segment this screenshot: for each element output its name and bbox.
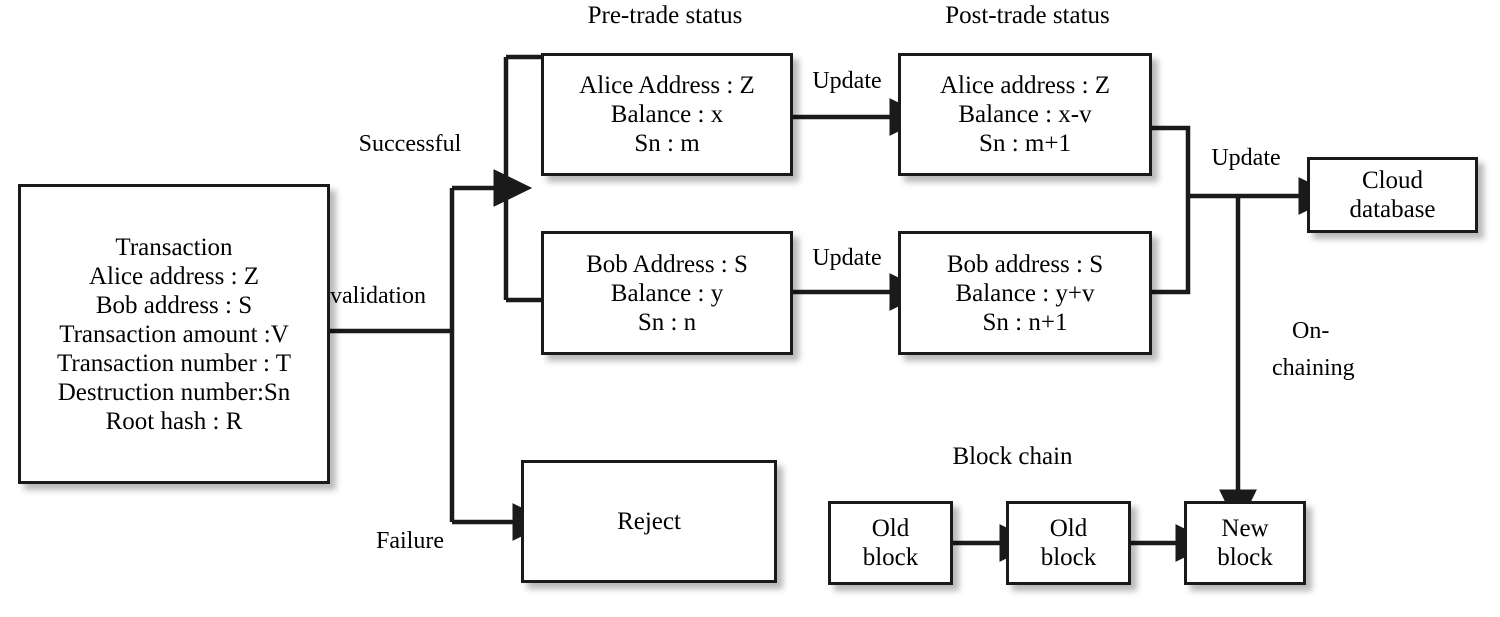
new-block-line-1: block: [1217, 544, 1273, 571]
node-post-trade-alice[interactable]: Alice address : Z Balance : x-v Sn : m+1: [898, 53, 1152, 176]
edge-label-update-bob: Update: [812, 245, 882, 271]
node-transaction[interactable]: Transaction Alice address : Z Bob addres…: [18, 184, 330, 484]
pre-bob-line-0: Bob Address : S: [586, 250, 748, 278]
old-block-1-line-1: block: [862, 544, 919, 571]
edge-label-update-alice: Update: [812, 68, 882, 94]
cloud-database-line-0: Cloud: [1361, 167, 1424, 194]
node-new-block[interactable]: New block: [1184, 501, 1306, 585]
transaction-line-5: Destruction number:Sn: [57, 378, 291, 406]
post-alice-line-1: Balance : x-v: [958, 101, 1092, 128]
wire-post-bob-merge: [1152, 196, 1191, 295]
reject-line-0: Reject: [617, 508, 681, 535]
transaction-line-2: Bob address : S: [95, 291, 253, 319]
node-pre-trade-bob[interactable]: Bob Address : S Balance : y Sn : n: [541, 231, 793, 355]
pre-bob-line-2: Sn : n: [637, 308, 697, 336]
transaction-line-4: Transaction number : T: [56, 349, 291, 377]
transaction-line-3: Transaction amount :V: [59, 320, 289, 348]
post-bob-line-2: Sn : n+1: [982, 308, 1068, 336]
edge-label-update-cloud: Update: [1211, 145, 1281, 171]
wire-post-alice-merge: [1152, 125, 1191, 196]
node-old-block-2[interactable]: Old block: [1006, 501, 1131, 585]
edge-label-validation: validation: [330, 283, 426, 309]
pre-bob-line-1: Balance : y: [610, 279, 724, 307]
post-bob-line-0: Bob address : S: [946, 250, 1104, 278]
caption-pre-trade-status: Pre-trade status: [587, 2, 743, 29]
edge-label-on-chaining-line1: On-: [1292, 318, 1330, 344]
pre-alice-line-2: Sn : m: [634, 130, 700, 157]
post-alice-line-0: Alice address : Z: [939, 72, 1111, 99]
post-alice-line-2: Sn : m+1: [979, 130, 1071, 157]
edge-label-successful: Successful: [358, 131, 462, 157]
post-bob-line-1: Balance : y+v: [955, 279, 1095, 307]
pre-alice-line-1: Balance : x: [610, 101, 724, 128]
node-reject[interactable]: Reject: [521, 460, 777, 583]
transaction-line-0: Transaction: [115, 233, 233, 261]
pre-alice-line-0: Alice Address : Z: [579, 72, 755, 99]
caption-block-chain: Block chain: [952, 443, 1073, 470]
node-post-trade-bob[interactable]: Bob address : S Balance : y+v Sn : n+1: [898, 231, 1152, 355]
old-block-2-line-1: block: [1040, 544, 1097, 571]
edge-label-failure: Failure: [376, 528, 444, 554]
node-cloud-database[interactable]: Cloud database: [1307, 157, 1478, 233]
transaction-line-6: Root hash : R: [105, 407, 243, 435]
cloud-database-line-1: database: [1349, 196, 1436, 223]
node-old-block-1[interactable]: Old block: [828, 501, 953, 585]
old-block-1-line-0: Old: [871, 515, 910, 542]
transaction-line-1: Alice address : Z: [88, 262, 260, 290]
edge-label-on-chaining-line2: chaining: [1272, 355, 1355, 381]
new-block-line-0: New: [1221, 515, 1269, 542]
old-block-2-line-0: Old: [1049, 515, 1088, 542]
node-pre-trade-alice[interactable]: Alice Address : Z Balance : x Sn : m: [541, 53, 793, 176]
caption-post-trade-status: Post-trade status: [945, 2, 1110, 29]
